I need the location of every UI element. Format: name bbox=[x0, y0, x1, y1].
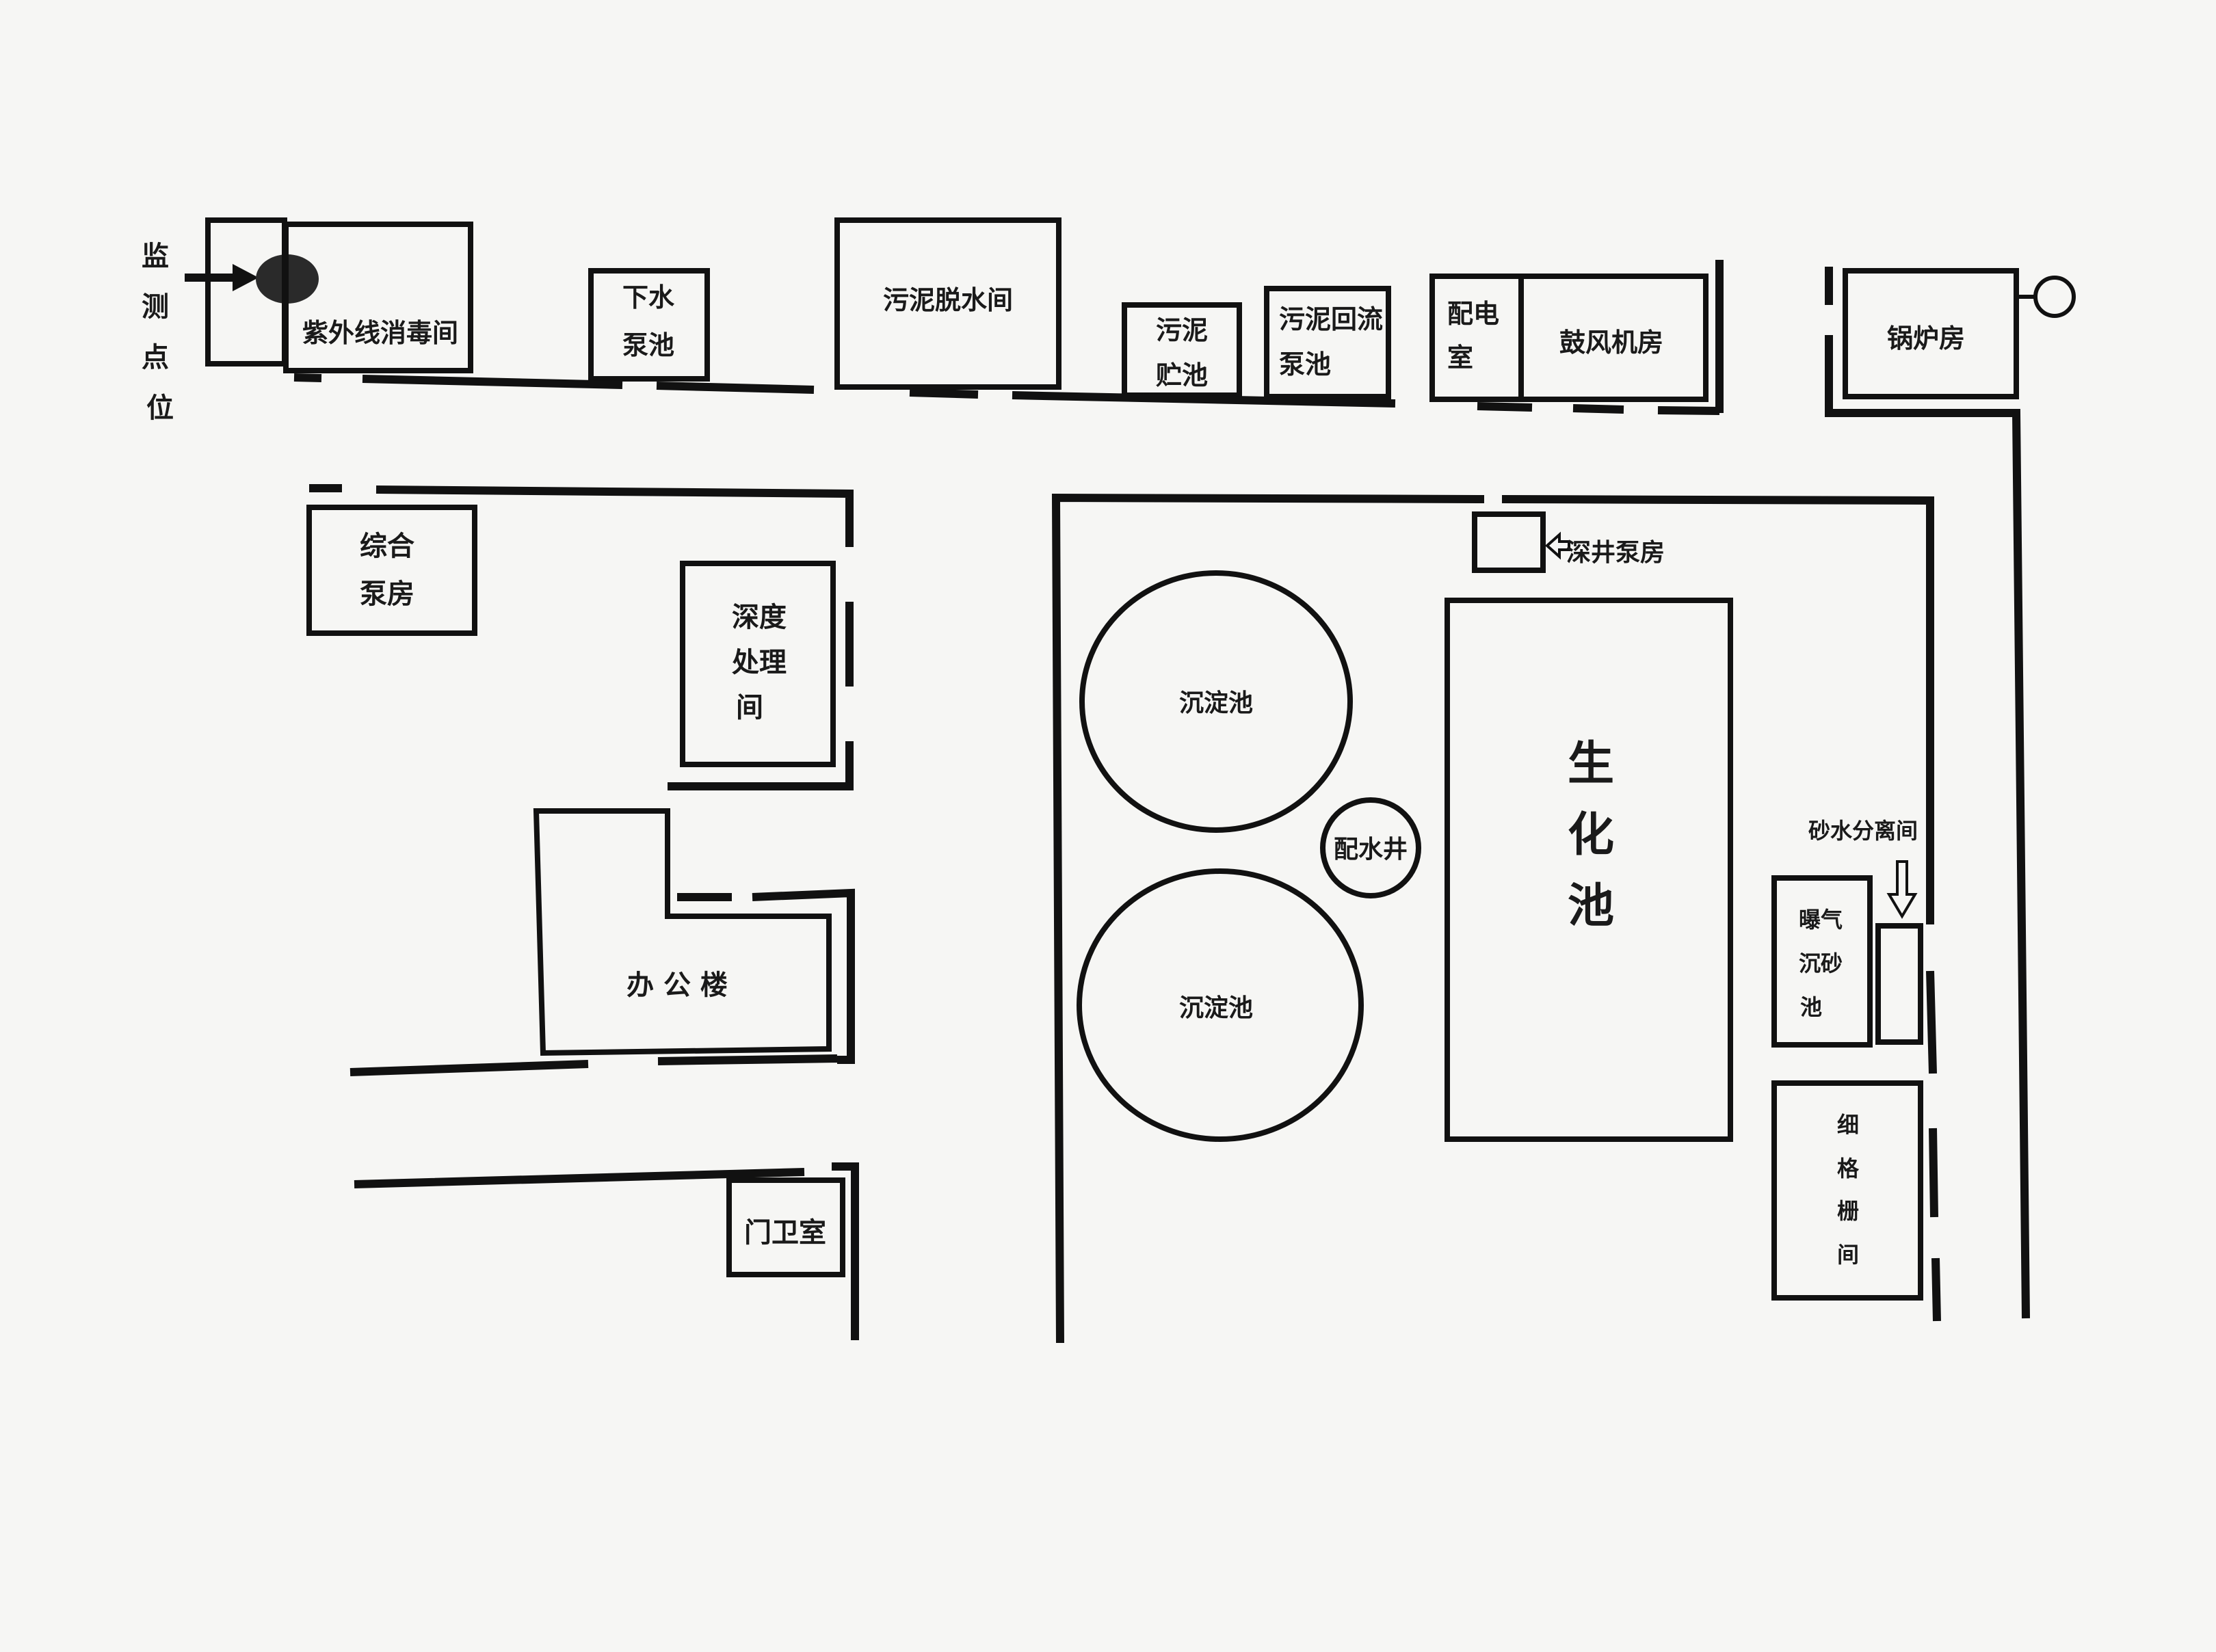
mp-char-2: 测 bbox=[142, 291, 169, 323]
guard-room-label: 门卫室 bbox=[744, 1217, 826, 1249]
power-blower-building bbox=[1429, 274, 1709, 402]
distribution-well-label: 配水井 bbox=[1334, 836, 1408, 864]
fine-screen-label-2: 格 bbox=[1837, 1156, 1860, 1182]
aerated-grit-label-2: 沉砂 bbox=[1799, 950, 1843, 976]
deep-well-pump-room bbox=[1472, 511, 1546, 573]
sludge-return-label-2: 泵池 bbox=[1279, 349, 1331, 379]
treatment-compound bbox=[1077, 511, 1923, 1301]
office-compound-wall bbox=[349, 888, 855, 1076]
boiler-room-label: 锅炉房 bbox=[1887, 323, 1965, 354]
left-arrow-icon bbox=[1544, 531, 1570, 560]
aerated-grit-label-3: 池 bbox=[1800, 994, 1822, 1020]
sludge-return-pump-pool bbox=[1264, 286, 1391, 399]
bio-tank bbox=[1445, 598, 1733, 1142]
advanced-treatment-room bbox=[680, 561, 836, 767]
bio-tank-label-2: 化 bbox=[1568, 808, 1614, 862]
sludge-dewatering-room bbox=[834, 217, 1061, 390]
sludge-storage-label-2: 贮池 bbox=[1156, 360, 1208, 390]
chimney-icon bbox=[2033, 276, 2076, 318]
uv-disinfection-room bbox=[283, 222, 473, 373]
sludge-storage-label-1: 污泥 bbox=[1156, 315, 1208, 345]
main-compound-wall bbox=[1051, 493, 1941, 1344]
treatment-labels: 深井泵房 沉淀池 沉淀池 配水井 生 化 池 砂水分离间 曝气 沉砂 池 细 格… bbox=[1179, 539, 1918, 1268]
deep-well-pump-label: 深井泵房 bbox=[1566, 539, 1665, 567]
aerated-grit-tank bbox=[1771, 875, 1873, 1048]
fine-screen-label-1: 细 bbox=[1837, 1112, 1859, 1138]
sewer-pump-label-2: 泵池 bbox=[622, 330, 674, 360]
bio-tank-label-1: 生 bbox=[1568, 737, 1614, 791]
sewer-pump-label-1: 下水 bbox=[622, 282, 675, 312]
sludge-return-label-1: 污泥回流 bbox=[1279, 304, 1383, 334]
general-pump-label-2: 泵房 bbox=[360, 578, 414, 610]
mp-char-4: 位 bbox=[146, 392, 174, 424]
monitor-point: 监 测 点 位 bbox=[142, 241, 319, 424]
deep-well-arrow bbox=[1544, 531, 1570, 560]
advanced-treatment-label-2: 处理 bbox=[732, 647, 787, 678]
clarifier-1-label: 沉淀池 bbox=[1179, 689, 1253, 717]
monitor-point-label: 监 测 点 位 bbox=[142, 241, 179, 424]
mp-char-3: 点 bbox=[142, 342, 169, 373]
fine-screen-label-3: 栅 bbox=[1837, 1198, 1859, 1224]
grit-separation-arrow bbox=[1886, 860, 1918, 919]
general-pump-room bbox=[306, 505, 477, 636]
chimney bbox=[2016, 276, 2076, 318]
clarifier-2-label: 沉淀池 bbox=[1179, 994, 1253, 1022]
office-building bbox=[533, 808, 832, 1056]
west-compound-wall bbox=[309, 484, 854, 790]
power-room-label-2: 室 bbox=[1447, 343, 1473, 373]
monitor-arrow-head bbox=[233, 264, 259, 291]
sludge-dewatering-label: 污泥脱水间 bbox=[883, 285, 1013, 315]
site-walls bbox=[293, 260, 2030, 1344]
uv-disinfection-label: 紫外线消毒间 bbox=[302, 318, 458, 348]
west-buildings bbox=[306, 505, 845, 1277]
grit-separation-label: 砂水分离间 bbox=[1808, 818, 1918, 844]
advanced-treatment-label-3: 间 bbox=[736, 692, 763, 723]
south-road bbox=[354, 1162, 859, 1340]
bio-tank-label-3: 池 bbox=[1568, 879, 1614, 933]
advanced-treatment-label-1: 深度 bbox=[732, 602, 787, 633]
power-room-label-1: 配电 bbox=[1447, 299, 1499, 329]
fine-screen-label-4: 间 bbox=[1837, 1242, 1859, 1268]
mp-char-1: 监 bbox=[142, 241, 169, 272]
blower-room-label: 鼓风机房 bbox=[1559, 328, 1663, 358]
boiler-room bbox=[1843, 268, 2019, 399]
grit-separation-room bbox=[1875, 923, 1923, 1045]
sewer-pump-pool bbox=[588, 268, 710, 382]
fine-screen-room bbox=[1771, 1080, 1923, 1301]
guard-room bbox=[726, 1177, 845, 1277]
west-labels: 综合 泵房 深度 处理 间 办 公 楼 门卫室 bbox=[360, 531, 826, 1249]
down-arrow-icon bbox=[1886, 860, 1918, 919]
clarifier-1 bbox=[1079, 570, 1353, 833]
distribution-well bbox=[1320, 797, 1421, 898]
top-row-labels: 紫外线消毒间 下水 泵池 污泥脱水间 污泥 贮池 污泥回流 泵池 配电 室 鼓风… bbox=[302, 282, 1965, 390]
office-building-label: 办 公 楼 bbox=[626, 970, 728, 1001]
top-row-buildings bbox=[205, 217, 2019, 402]
north-road-dashed bbox=[293, 373, 1720, 415]
clarifier-2 bbox=[1077, 868, 1364, 1142]
aerated-grit-label-1: 曝气 bbox=[1799, 907, 1843, 933]
east-wall bbox=[1825, 267, 2030, 1319]
general-pump-label-1: 综合 bbox=[360, 531, 414, 562]
